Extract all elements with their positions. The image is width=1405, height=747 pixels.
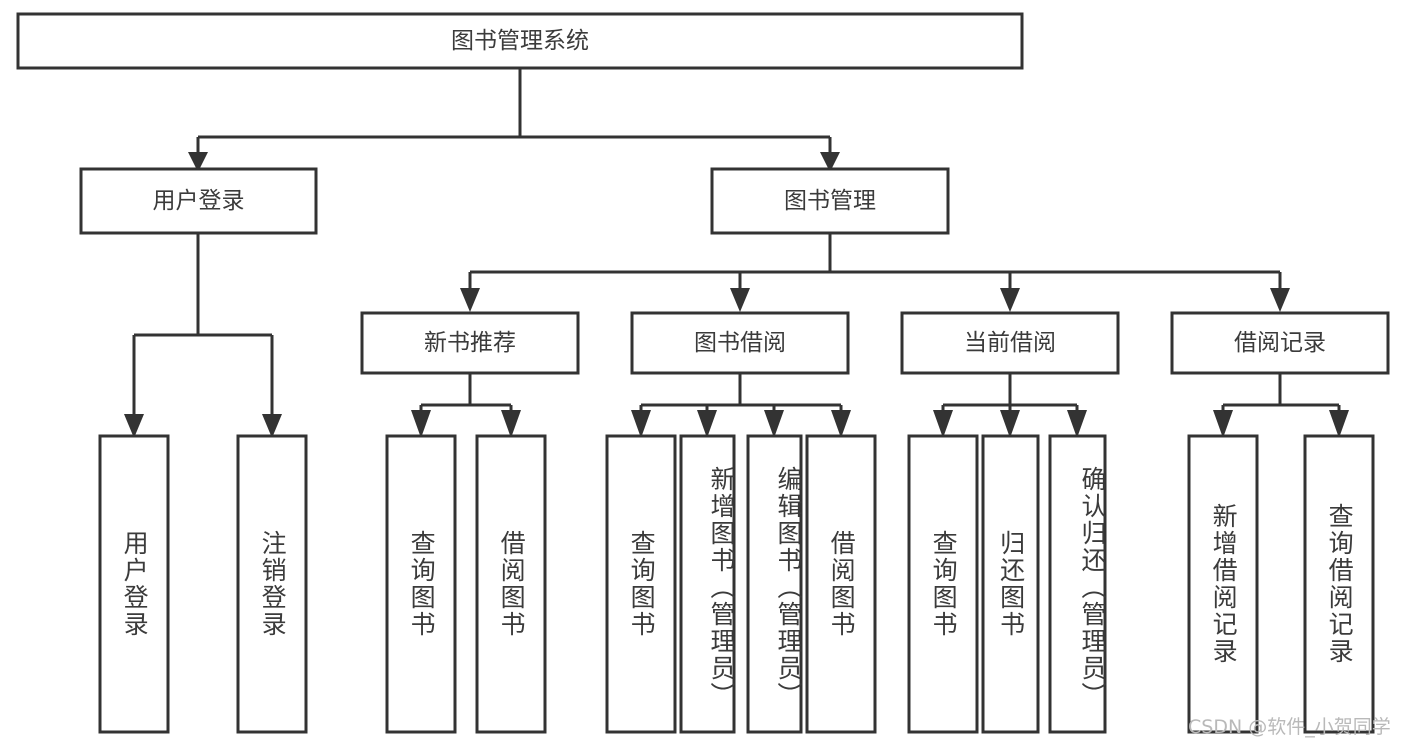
edge-userlogin-bus — [132, 233, 274, 424]
arrow-icon — [1067, 410, 1087, 438]
node-book-management[interactable] — [710, 167, 950, 235]
arrow-icon — [831, 410, 851, 438]
node-leaf[interactable] — [475, 434, 547, 734]
arrow-icon — [697, 410, 717, 438]
edge-bookmgmt-bus — [468, 233, 1282, 306]
arrow-icon — [411, 410, 431, 438]
arrow-icon — [124, 414, 144, 438]
nodes-layer — [16, 12, 1390, 734]
arrow-icon — [188, 152, 208, 172]
arrow-icon — [631, 410, 651, 438]
node-leaf[interactable] — [236, 434, 308, 734]
edge-record-bus — [1221, 373, 1341, 424]
arrow-icon — [1270, 288, 1290, 312]
node-leaf[interactable] — [605, 434, 677, 734]
node-leaf[interactable] — [385, 434, 457, 734]
edge-borrow-bus — [639, 373, 843, 424]
arrowheads-layer — [124, 152, 1349, 438]
node-user-login[interactable] — [79, 167, 318, 235]
node-leaf[interactable] — [1187, 434, 1259, 734]
arrow-icon — [1329, 410, 1349, 438]
arrow-icon — [460, 288, 480, 312]
node-leaf[interactable] — [907, 434, 979, 734]
edge-newbook-bus — [419, 373, 513, 424]
arrow-icon — [1000, 410, 1020, 438]
edge-root-bus — [196, 68, 832, 160]
arrow-icon — [1000, 288, 1020, 312]
node-leaf[interactable] — [805, 434, 877, 734]
node-leaf[interactable] — [1048, 434, 1107, 734]
arrow-icon — [1213, 410, 1233, 438]
node-leaf[interactable] — [746, 434, 803, 734]
arrow-icon — [933, 410, 953, 438]
arrow-icon — [730, 288, 750, 312]
arrow-icon — [501, 410, 521, 438]
arrow-icon — [820, 152, 840, 172]
node-leaf[interactable] — [679, 434, 736, 734]
node-book-borrow[interactable] — [630, 311, 850, 375]
arrow-icon — [262, 414, 282, 438]
node-borrow-record[interactable] — [1170, 311, 1390, 375]
node-leaf[interactable] — [1303, 434, 1375, 734]
node-new-book-recommend[interactable] — [360, 311, 580, 375]
node-root[interactable] — [16, 12, 1024, 70]
arrow-icon — [764, 410, 784, 438]
node-leaf[interactable] — [98, 434, 170, 734]
node-current-borrow[interactable] — [900, 311, 1120, 375]
node-leaf[interactable] — [981, 434, 1040, 734]
